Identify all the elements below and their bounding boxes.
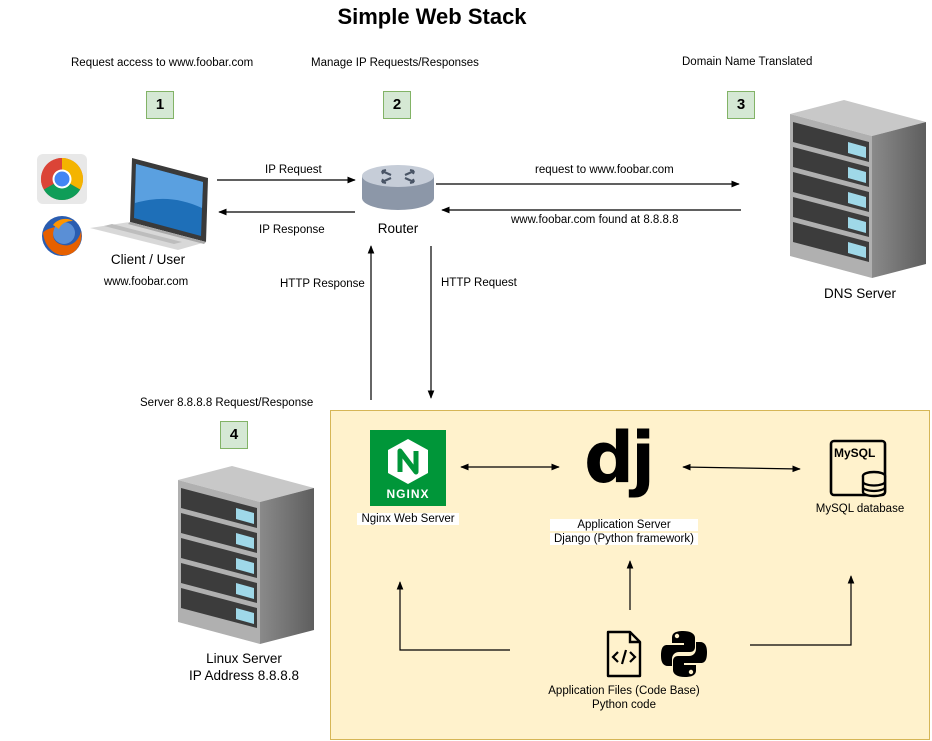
edge-label-dns-response: www.foobar.com found at 8.8.8.8: [511, 214, 679, 226]
diagram-title: Simple Web Stack: [337, 4, 527, 29]
router-icon: [362, 165, 434, 210]
firefox-icon: [42, 216, 82, 256]
linux-server-icon: [178, 466, 314, 644]
nginx-label: Nginx Web Server: [357, 513, 459, 525]
app-server-label: Application Server: [550, 519, 698, 531]
step-4-caption: Server 8.8.8.8 Request/Response: [140, 397, 314, 409]
arrow-django-mysql: [682, 463, 801, 473]
linux-server-label: Linux Server: [206, 651, 282, 666]
nginx-logo-text: NGINX: [386, 487, 430, 501]
mysql-logo-text: MySQL: [834, 446, 876, 460]
laptop-icon: [90, 158, 208, 250]
client-domain: www.foobar.com: [103, 276, 189, 288]
code-file-icon: [606, 630, 642, 678]
step-3-caption: Domain Name Translated: [682, 56, 813, 68]
edge-label-http-response: HTTP Response: [280, 278, 365, 290]
edge-label-ip-response: IP Response: [259, 224, 325, 236]
django-logo-icon: dj: [584, 417, 655, 499]
step-2-caption: Manage IP Requests/Responses: [311, 57, 479, 69]
mysql-database-icon: [829, 439, 887, 498]
dns-server-icon: [790, 100, 926, 278]
client-label: Client / User: [110, 252, 186, 267]
step-1-badge: 1: [146, 91, 174, 119]
step-2-badge: 2: [383, 91, 411, 119]
python-logo-icon: [661, 631, 707, 677]
step-1-caption: Request access to www.foobar.com: [71, 57, 254, 69]
edge-label-ip-request: IP Request: [265, 164, 322, 176]
app-files-code: Python code: [592, 699, 656, 711]
edge-label-dns-request: request to www.foobar.com: [535, 164, 674, 176]
nginx-logo-icon: NGINX: [370, 430, 446, 506]
dns-label: DNS Server: [823, 286, 896, 301]
step-4-badge: 4: [220, 421, 248, 449]
step-3-badge: 3: [727, 91, 755, 119]
mysql-label: MySQL database: [815, 503, 905, 515]
router-label: Router: [377, 221, 419, 236]
arrow-files-nginx: [396, 581, 510, 651]
app-server-framework: Django (Python framework): [550, 533, 698, 545]
chrome-icon: [37, 154, 87, 204]
linux-server-ip: IP Address 8.8.8.8: [188, 668, 300, 683]
arrow-files-mysql: [750, 575, 855, 646]
edge-label-http-request: HTTP Request: [441, 277, 517, 289]
app-files-label: Application Files (Code Base): [548, 685, 700, 697]
